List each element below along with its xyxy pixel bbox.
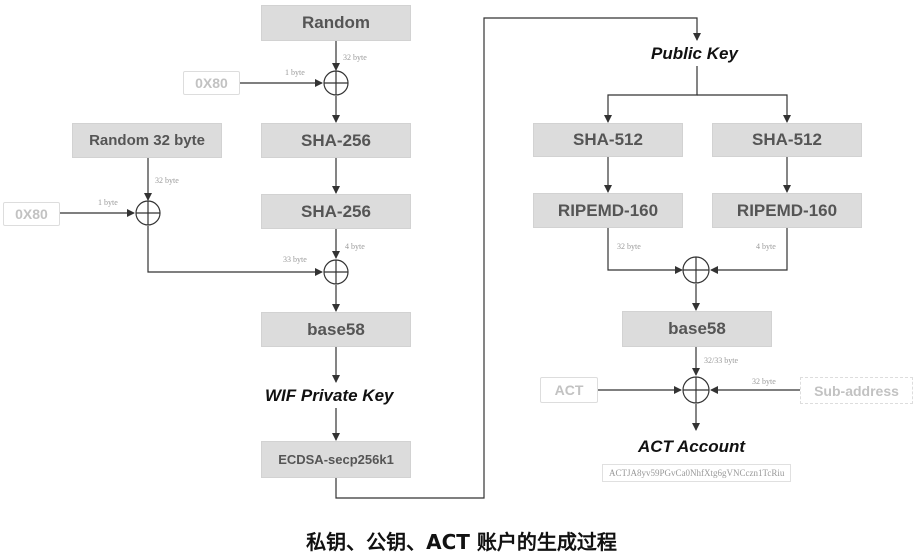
act-account-value: ACTJA8yv59PGvCa0NhfXtg6gVNCczn1TcRiu: [602, 464, 792, 482]
ecdsa-box: ECDSA-secp256k1: [261, 441, 411, 478]
label-1-byte-bottom: 1 byte: [98, 198, 118, 207]
sub-address-box: Sub-address: [800, 377, 913, 404]
edge-ripemdb-to-xor4: [710, 228, 788, 274]
xor-node-1: [323, 70, 349, 96]
xor-node-4: [682, 256, 710, 284]
sha256-box-2: SHA-256: [261, 194, 411, 229]
prefix-0x80-bottom: 0X80: [3, 202, 60, 226]
label-1-byte-top: 1 byte: [285, 68, 305, 77]
xor-node-2: [135, 200, 161, 226]
edge-xor2-to-xor3: [147, 226, 323, 276]
edge-publickey-split-right: [697, 94, 791, 123]
prefix-0x80-top: 0X80: [183, 71, 240, 95]
label-33-byte: 33 byte: [283, 255, 307, 264]
ripemd160-box-right: RIPEMD-160: [712, 193, 862, 228]
ripemd160-box-left: RIPEMD-160: [533, 193, 683, 228]
label-32-byte-ripemd: 32 byte: [617, 242, 641, 251]
wif-private-key-label: WIF Private Key: [265, 386, 394, 405]
act-account-label: ACT Account: [638, 437, 746, 456]
figure-caption: 私钥、公钥、ACT 账户的生成过程: [306, 530, 617, 554]
label-32-byte-sub: 32 byte: [752, 377, 776, 386]
random-32-byte-box: Random 32 byte: [72, 123, 222, 158]
sha512-box-left: SHA-512: [533, 123, 683, 157]
xor-node-5: [682, 376, 710, 404]
label-32-byte-random: 32 byte: [155, 176, 179, 185]
label-4-byte-ripemd: 4 byte: [756, 242, 776, 251]
sha256-box-1: SHA-256: [261, 123, 411, 158]
act-prefix-box: ACT: [540, 377, 598, 403]
public-key-label: Public Key: [651, 44, 738, 63]
label-32-33-byte: 32/33 byte: [704, 356, 738, 365]
edge-ecdsa-to-publickey: [335, 17, 701, 499]
base58-box-left: base58: [261, 312, 411, 347]
label-32-byte-top: 32 byte: [343, 53, 367, 62]
label-4-byte: 4 byte: [345, 242, 365, 251]
edge-ripemda-to-xor4: [607, 228, 683, 274]
xor-node-3: [323, 259, 349, 285]
random-box: Random: [261, 5, 411, 41]
sha512-box-right: SHA-512: [712, 123, 862, 157]
edge-publickey-split-left: [604, 66, 698, 123]
base58-box-right: base58: [622, 311, 772, 347]
